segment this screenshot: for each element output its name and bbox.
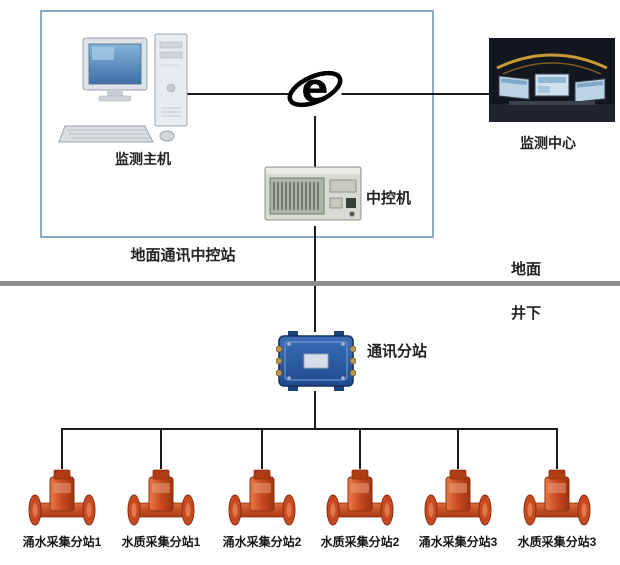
device-label-2: 水质采集分站1 [121, 535, 201, 549]
flow-sensor-icon-6 [521, 467, 593, 529]
internet-icon: e [287, 62, 343, 116]
ground-divider-bar [0, 281, 620, 286]
line-controller-to-substation [314, 226, 316, 332]
controller-label: 中控机 [366, 190, 412, 207]
monitoring-center-image [489, 38, 615, 122]
drop-line-2 [160, 428, 162, 469]
device-label-5: 涌水采集分站3 [418, 535, 498, 549]
drop-line-4 [359, 428, 361, 469]
ground-station-label: 地面通讯中控站 [130, 247, 236, 264]
device-label-4: 水质采集分站2 [320, 535, 400, 549]
drop-line-3 [261, 428, 263, 469]
flow-sensor-icon-2 [125, 467, 197, 529]
flow-sensor-icon-5 [422, 467, 494, 529]
bus-line [61, 428, 558, 430]
device-label-6: 水质采集分站3 [517, 535, 597, 549]
line-substation-to-bus [314, 391, 316, 429]
ground-station-box [40, 10, 434, 238]
flow-sensor-icon-4 [324, 467, 396, 529]
flow-sensor-icon-1 [26, 467, 98, 529]
line-internet-to-controller [314, 95, 316, 167]
drop-line-6 [556, 428, 558, 469]
drop-line-5 [457, 428, 459, 469]
desktop-computer-icon [58, 33, 188, 143]
monitor-host-label: 监测主机 [115, 151, 171, 167]
junction-box-icon [276, 331, 356, 391]
monitor-center-label: 监测中心 [520, 135, 576, 151]
surface-label: 地面 [511, 261, 542, 278]
flow-sensor-icon-3 [226, 467, 298, 529]
substation-label: 通讯分站 [367, 343, 428, 360]
device-label-3: 涌水采集分站2 [222, 535, 302, 549]
drop-line-1 [61, 428, 63, 469]
underground-label: 井下 [511, 305, 542, 322]
svg-text:e: e [301, 66, 328, 112]
device-label-1: 涌水采集分站1 [22, 535, 102, 549]
rack-server-icon [264, 166, 362, 221]
